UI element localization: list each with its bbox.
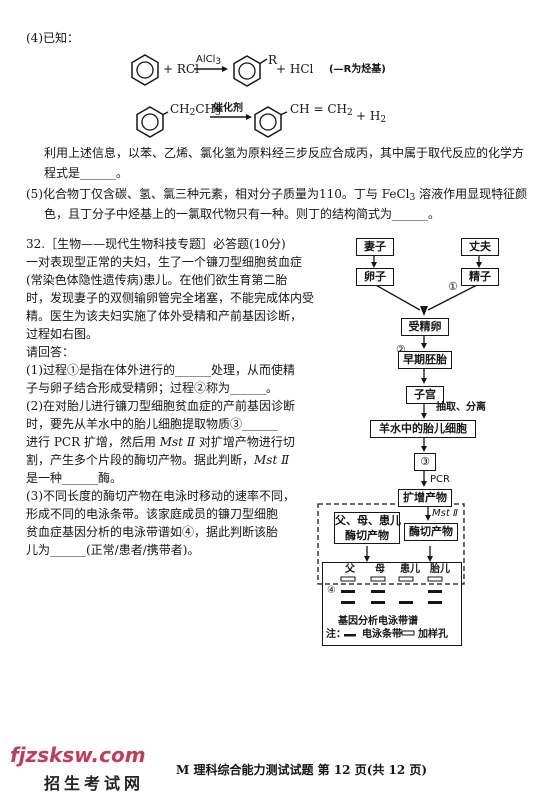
step4-circle: ④ bbox=[327, 585, 336, 596]
r1-r-group: R bbox=[268, 53, 278, 67]
legend-well-icon bbox=[401, 630, 415, 636]
family-digest-line1: 父、母、患儿 bbox=[335, 514, 401, 527]
extract-label: 抽取、分离 bbox=[436, 402, 486, 413]
r1-catalyst: AlCl3 bbox=[196, 54, 222, 67]
q32-p3-4: 儿为______(正常/患者/携带者)。 bbox=[26, 543, 200, 557]
r2-hydrogen: + H2 bbox=[356, 109, 387, 125]
site-logo: fjzsksw.com bbox=[10, 743, 146, 767]
lane-label-mother: 母 bbox=[375, 564, 385, 575]
r2-product: CH = CH2 bbox=[290, 102, 353, 118]
page-footer: M 理科综合能力测试试题 第 12 页(共 12 页) bbox=[176, 763, 428, 777]
gel-well bbox=[370, 576, 386, 582]
mst-label: Mst Ⅱ bbox=[432, 508, 458, 519]
legend-band-icon bbox=[344, 634, 356, 637]
q4-text-line2: 程式是______。 bbox=[44, 166, 129, 180]
fetal-cells-box: 羊水中的胎儿细胞 bbox=[370, 420, 476, 438]
q4-text-line1: 利用上述信息，以苯、乙烯、氯化氢为原料经三步反应合成丙，其中属于取代反应的化学方 bbox=[44, 146, 525, 160]
q5-text-line2: 色，且丁分子中烃基上的一氯取代物只有一种。则丁的结构简式为______。 bbox=[44, 207, 441, 221]
lane-label-patient: 患儿 bbox=[400, 564, 420, 575]
q32-p2-4: 割，产生多个片段的酶切产物。据此判断，Mst Ⅱ bbox=[26, 453, 290, 467]
q32-p3-2: 形成不同的电泳条带。该家庭成员的镰刀型细胞 bbox=[26, 507, 279, 521]
gel-dashed-frame bbox=[317, 503, 465, 585]
wife-box: 妻子 bbox=[356, 238, 394, 256]
q32-p2-5: 是一种______酶。 bbox=[26, 471, 123, 485]
uterus-box: 子宫 bbox=[406, 386, 444, 404]
benzene-ring-icon bbox=[254, 106, 288, 138]
step1-circle: ① bbox=[448, 280, 458, 293]
q32-p2-3: 进行 PCR 扩增，然后用 Mst Ⅱ 对扩增产物进行切 bbox=[26, 435, 295, 449]
gel-band bbox=[341, 601, 355, 604]
gel-title: 基因分析电泳带谱 bbox=[338, 616, 418, 627]
q32-p3-3: 贫血症基因分析的电泳带谱如④，据此判断该胎 bbox=[26, 525, 279, 539]
r1-reagent: + RCl bbox=[163, 62, 199, 76]
gel-well bbox=[340, 576, 356, 582]
family-digest-box: 父、母、患儿 酶切产物 bbox=[334, 512, 401, 544]
step2-circle: ② bbox=[396, 343, 406, 356]
q32-p1-2: 子与卵子结合形成受精卵；过程②称为______。 bbox=[26, 381, 279, 395]
q4-label: (4)已知： bbox=[26, 31, 79, 45]
q32-intro-2: (常染色体隐性遗传病)患儿。在他们欲生育第二胎 bbox=[26, 273, 288, 287]
gel-band bbox=[399, 601, 413, 604]
q32-intro-4: 精。医生为该夫妇实施了体外受精和产前基因诊断， bbox=[26, 309, 303, 323]
gel-panel bbox=[322, 562, 462, 646]
family-digest-line2: 酶切产物 bbox=[345, 529, 389, 542]
pcr-label: PCR bbox=[430, 474, 450, 485]
zygote-box: 受精卵 bbox=[401, 318, 449, 336]
q32-p2-1: (2)在对胎儿进行镰刀型细胞贫血症的产前基因诊断 bbox=[26, 399, 295, 413]
fetus-digest-box: 酶切产物 bbox=[404, 523, 458, 541]
benzene-ring-icon bbox=[136, 106, 169, 138]
amplified-box: 扩增产物 bbox=[398, 489, 452, 507]
gel-well bbox=[398, 576, 414, 582]
r2-catalyst: 催化剂 bbox=[213, 103, 243, 114]
r1-note: (—R为烃基) bbox=[329, 64, 386, 75]
embryo-box: 早期胚胎 bbox=[398, 351, 452, 369]
q32-p1-1: (1)过程①是指在体外进行的______处理，从而使精 bbox=[26, 363, 295, 377]
gel-well bbox=[427, 576, 443, 582]
sperm-box: 精子 bbox=[461, 268, 499, 286]
gel-band bbox=[428, 590, 442, 593]
q32-intro-1: 一对表现型正常的夫妇，生了一个镰刀型细胞贫血症 bbox=[26, 255, 303, 269]
gel-band bbox=[371, 590, 385, 593]
step3-box: ③ bbox=[414, 453, 436, 471]
q32-intro-3: 时，发现妻子的双侧输卵管完全堵塞，不能完成体内受 bbox=[26, 291, 315, 305]
site-logo-subtitle: 招生考试网 bbox=[44, 774, 145, 793]
lane-label-father: 父 bbox=[345, 564, 355, 575]
gel-band bbox=[371, 601, 385, 604]
lane-label-fetus: 胎儿 bbox=[430, 564, 450, 575]
r1-hcl: + HCl bbox=[276, 62, 314, 76]
gel-legend: 注：电泳条带加样孔 bbox=[326, 629, 448, 640]
q32-p2-2: 时，要先从羊水中的胎儿细胞提取物质③______ bbox=[26, 417, 279, 431]
gel-band bbox=[428, 601, 442, 604]
q5-text-line1: (5)化合物丁仅含碳、氢、氯三种元素，相对分子质量为110。丁与 FeCl3 溶… bbox=[26, 187, 528, 203]
benzene-ring-icon bbox=[233, 55, 268, 87]
egg-box: 卵子 bbox=[356, 268, 394, 286]
q32-p3-1: (3)不同长度的酶切产物在电泳时移动的速率不同， bbox=[26, 489, 295, 503]
q32-title: 32.［生物——现代生物科技专题］必答题(10分) bbox=[26, 237, 286, 251]
q32-ask: 请回答： bbox=[26, 345, 75, 359]
gel-band bbox=[341, 590, 355, 593]
q32-intro-5: 过程如右图。 bbox=[26, 327, 99, 341]
husband-box: 丈夫 bbox=[461, 238, 499, 256]
benzene-ring-icon bbox=[131, 54, 159, 86]
r2-reactant: CH2CH3 bbox=[170, 102, 221, 118]
